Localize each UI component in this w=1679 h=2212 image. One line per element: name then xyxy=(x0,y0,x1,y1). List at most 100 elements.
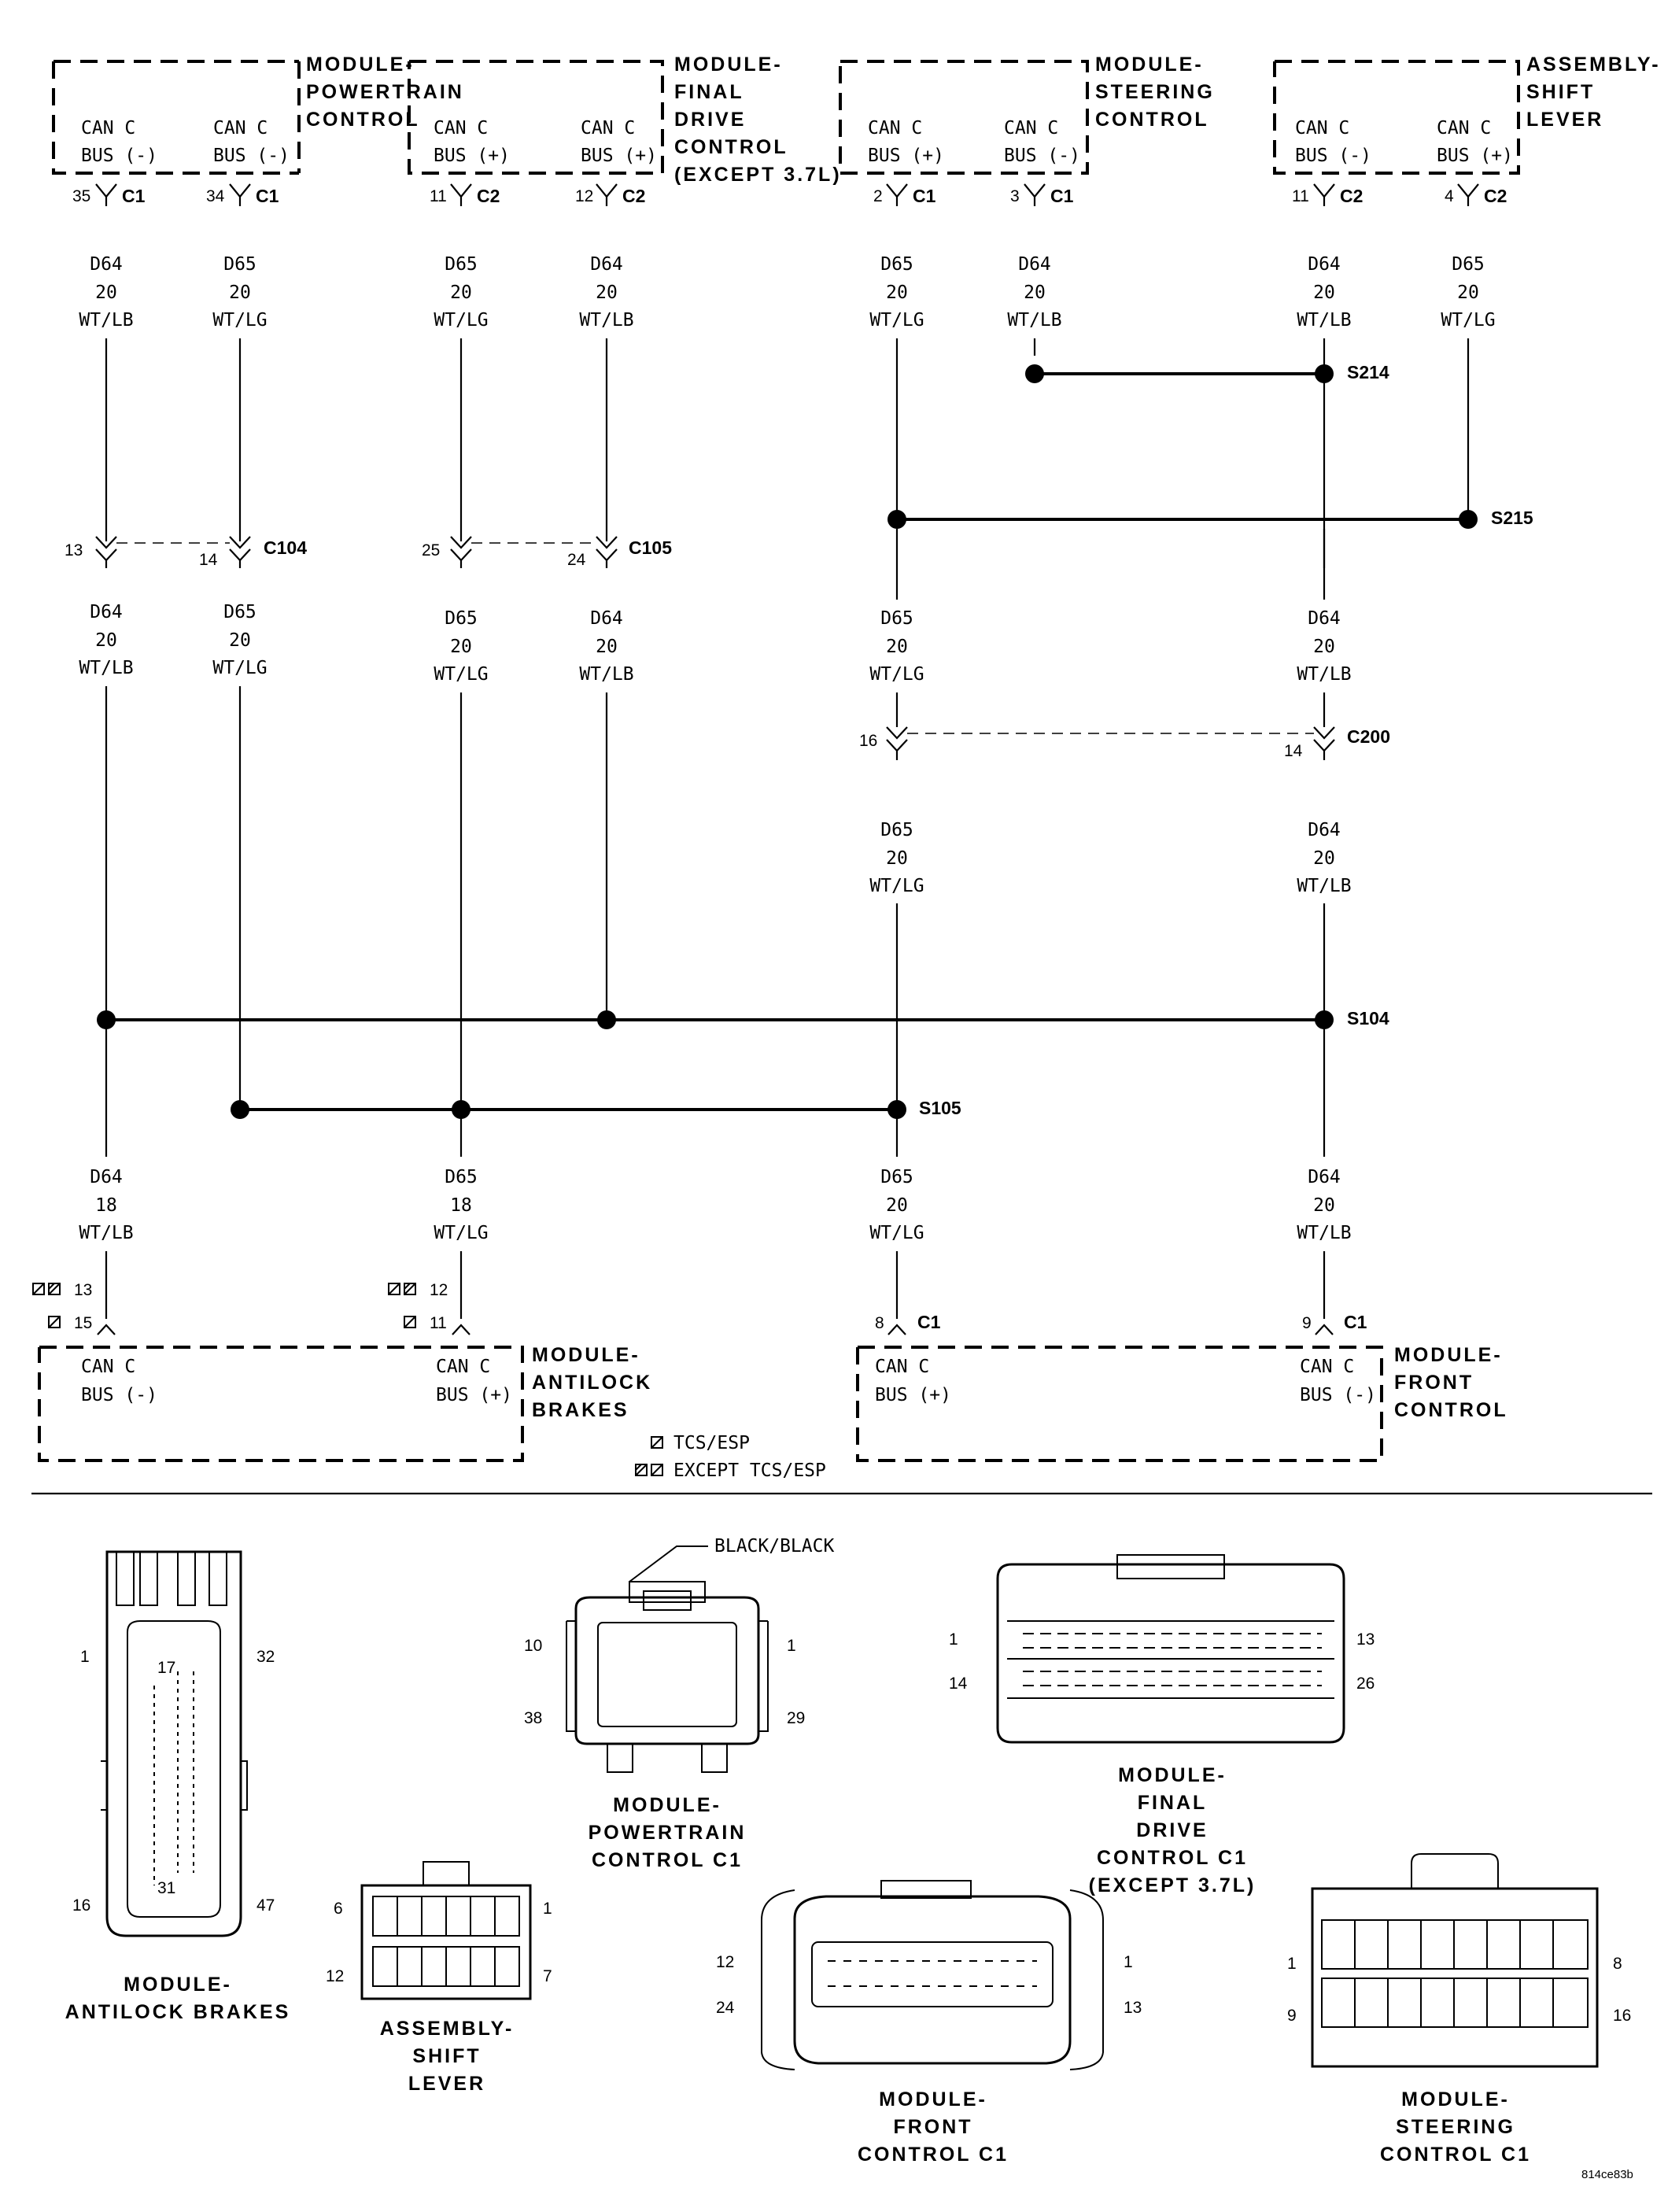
wire-label: D65 xyxy=(223,254,256,275)
abs-title-1: MODULE- xyxy=(532,1344,640,1366)
wire-label: D65 xyxy=(1452,254,1485,275)
bottom-pin-connectors: 13 15 12 11 8 C1 9 C1 xyxy=(32,1281,1367,1335)
c200-wire-labels: D65 20 WT/LG D64 20 WT/LB xyxy=(869,820,1351,896)
splice-s215-label: S215 xyxy=(1491,508,1533,528)
asl-latch xyxy=(423,1861,470,1886)
abs-view-pin-47: 47 xyxy=(256,1896,275,1915)
pin-pcm-34: 34 xyxy=(206,187,225,205)
asl-view-title-2: SHIFT xyxy=(412,2045,481,2067)
fdcm-view-pin-13: 13 xyxy=(1356,1630,1375,1649)
splice-s105-label: S105 xyxy=(919,1098,961,1118)
wire-label: 20 xyxy=(1313,283,1335,303)
wire-label: 20 xyxy=(596,637,618,657)
fdcm-view-title-5: (EXCEPT 3.7L) xyxy=(1089,1874,1256,1896)
fdcm-view-pin-14: 14 xyxy=(949,1675,968,1693)
abs-view-pin-31: 31 xyxy=(157,1879,175,1897)
pcm-view-pin-38: 38 xyxy=(524,1709,542,1727)
fcm-view-title-3: CONTROL C1 xyxy=(858,2144,1009,2166)
fcm-connector-view: 12 1 24 13 MODULE- FRONT CONTROL C1 xyxy=(716,1880,1142,2166)
fdcm-bus-2a: CAN C xyxy=(581,118,635,138)
pcm-pin-field xyxy=(597,1622,737,1727)
pin-scm-3: 3 xyxy=(1010,187,1020,205)
fcm-conn-c1-b: C1 xyxy=(1344,1312,1367,1332)
pcm-callout-black: BLACK/BLACK xyxy=(714,1536,834,1557)
scm-view-pin-9: 9 xyxy=(1287,2007,1297,2025)
scm-bus-1a: CAN C xyxy=(868,118,922,138)
wire-label: D65 xyxy=(880,1167,913,1187)
abs-latch xyxy=(177,1551,196,1606)
abs-pin-11: 11 xyxy=(430,1314,447,1332)
wire-label: WT/LB xyxy=(579,664,633,685)
conn-asl-c2-a: C2 xyxy=(1340,186,1363,206)
wire-label: 20 xyxy=(1313,1195,1335,1216)
fcm-view-pin-12: 12 xyxy=(716,1953,734,1971)
wire-label: D65 xyxy=(880,608,913,629)
asl-connector-view: 6 1 12 7 ASSEMBLY- SHIFT LEVER xyxy=(326,1861,552,2095)
scm-view-title-2: STEERING xyxy=(1396,2116,1515,2138)
pcm-view-pin-10: 10 xyxy=(524,1637,542,1655)
pin-scm-2: 2 xyxy=(873,187,883,205)
wire-label: WT/LB xyxy=(1297,310,1351,331)
wire-label: 20 xyxy=(229,630,251,651)
wire-label: D64 xyxy=(90,254,123,275)
wire-label: 20 xyxy=(95,630,117,651)
scm-view-pin-8: 8 xyxy=(1613,1955,1622,1973)
scm-title-1: MODULE- xyxy=(1095,54,1204,76)
wire-label: WT/LB xyxy=(1007,310,1061,331)
legend-tcs-esp: TCS/ESP xyxy=(673,1433,750,1453)
asl-view-pin-6: 6 xyxy=(334,1900,343,1918)
c105-pin-24: 24 xyxy=(567,551,586,569)
pcm-bus-1a: CAN C xyxy=(81,118,135,138)
pcm-view-pin-1: 1 xyxy=(787,1637,796,1655)
pcm-bus-2a: CAN C xyxy=(213,118,268,138)
splice-s104-label: S104 xyxy=(1347,1008,1389,1028)
legend-square xyxy=(651,1436,663,1449)
bottom-wire-labels: D64 18 WT/LB D65 18 WT/LG D65 20 WT/LG D… xyxy=(79,1167,1351,1243)
legend-square xyxy=(48,1316,61,1328)
c105-pin-25: 25 xyxy=(422,541,440,559)
wire-label: D64 xyxy=(1308,254,1341,275)
wire-label: 18 xyxy=(450,1195,472,1216)
wire-label: WT/LB xyxy=(79,310,133,331)
wire-label: 20 xyxy=(596,283,618,303)
asl-bus-1a: CAN C xyxy=(1295,118,1349,138)
c200-pin-14: 14 xyxy=(1284,742,1303,760)
pin-asl-11: 11 xyxy=(1292,187,1309,205)
wire-label: WT/LG xyxy=(212,310,267,331)
wire-label: WT/LB xyxy=(579,310,633,331)
abs-pin-columns xyxy=(153,1671,194,1885)
wire-label: D64 xyxy=(90,602,123,622)
fcm-bus-1b: BUS (+) xyxy=(875,1385,951,1405)
wire-label: WT/LG xyxy=(1441,310,1495,331)
scm-bus-2b: BUS (-) xyxy=(1004,146,1080,166)
fcm-view-title-1: MODULE- xyxy=(879,2088,987,2110)
wire-label: WT/LB xyxy=(1297,664,1351,685)
fdcm-bus-1b: BUS (+) xyxy=(434,146,510,166)
pcm-connector-view: BLACK/BLACK 10 1 38 29 MODULE- POWERTRAI… xyxy=(524,1536,834,1871)
conn-scm-c1-a: C1 xyxy=(913,186,936,206)
module-front-control: MODULE- FRONT CONTROL CAN C BUS (+) CAN … xyxy=(856,1344,1506,1462)
fdcm-view-title-1: MODULE- xyxy=(1118,1764,1227,1786)
wire-label: WT/LG xyxy=(869,1223,924,1243)
wire-label: 20 xyxy=(95,283,117,303)
fdcm-latch xyxy=(1116,1554,1225,1579)
wire-label: WT/LG xyxy=(869,310,924,331)
abs-bus-1a: CAN C xyxy=(81,1357,135,1377)
wire-label: 20 xyxy=(886,637,908,657)
fcm-view-title-2: FRONT xyxy=(893,2116,972,2138)
fdcm-title-5: (EXCEPT 3.7L) xyxy=(674,164,842,186)
scm-view-title-1: MODULE- xyxy=(1401,2088,1510,2110)
wire-label: D65 xyxy=(223,602,256,622)
asl-bus-2a: CAN C xyxy=(1437,118,1491,138)
wire-label: D64 xyxy=(1018,254,1051,275)
abs-pin-12: 12 xyxy=(430,1281,448,1299)
wire-label: 20 xyxy=(229,283,251,303)
asl-view-pin-1: 1 xyxy=(543,1900,552,1918)
wire-label: D64 xyxy=(1308,608,1341,629)
fdcm-view-pin-26: 26 xyxy=(1356,1675,1375,1693)
splice-dot xyxy=(597,1010,616,1029)
assembly-shift-lever: ASSEMBLY- SHIFT LEVER CAN C BUS (-) CAN … xyxy=(1273,54,1659,175)
legend-square xyxy=(651,1464,663,1476)
c200-label: C200 xyxy=(1347,726,1390,747)
